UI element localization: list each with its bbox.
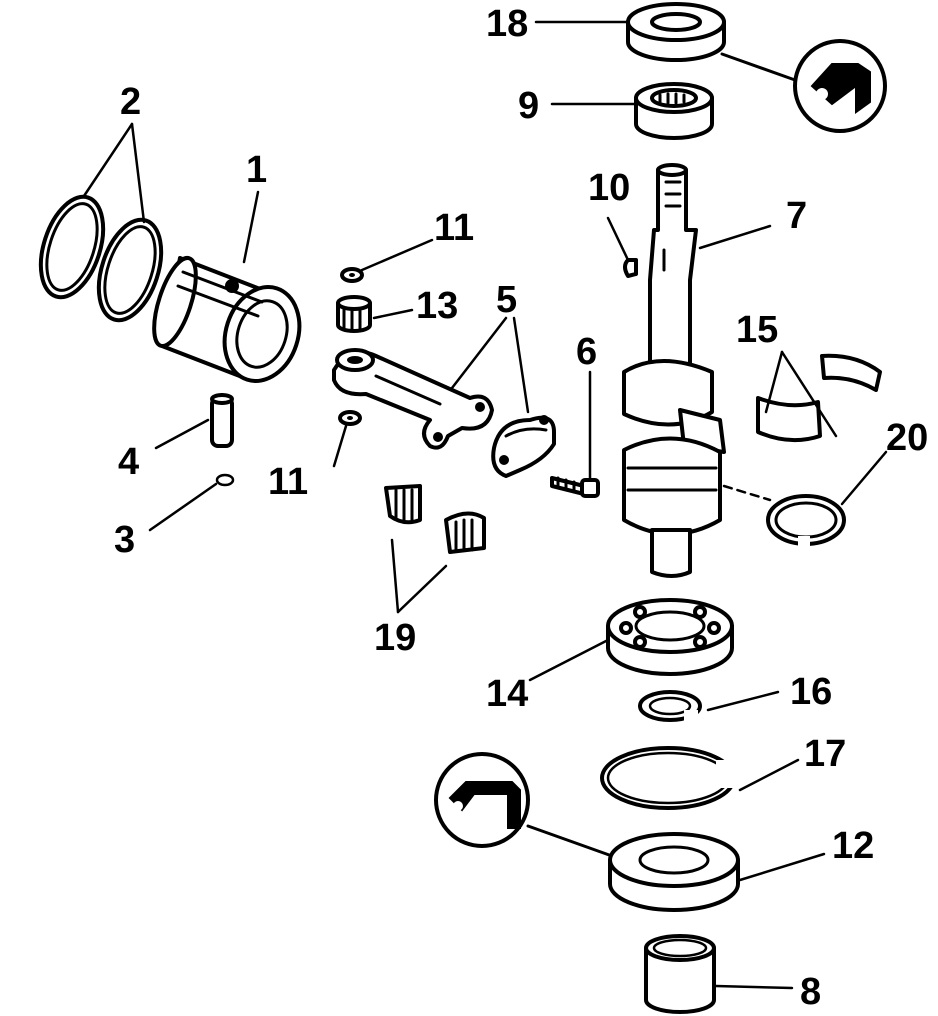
leader-lines (82, 20, 888, 990)
callout-16: 16 (790, 671, 832, 713)
callout-11-lower: 11 (268, 461, 308, 503)
callout-11-upper: 11 (434, 207, 474, 249)
part-9-bearing (634, 82, 714, 140)
callout-4: 4 (118, 441, 139, 483)
callout-5: 5 (496, 279, 517, 321)
callout-20: 20 (886, 417, 928, 459)
part-5-rod-cap (491, 415, 556, 478)
part-12-seal (608, 832, 740, 912)
part-19-bearing-halves (384, 484, 486, 554)
callout-1: 1 (246, 149, 267, 191)
callout-6: 6 (576, 331, 597, 373)
part-11-washer-upper (340, 267, 364, 283)
part-4-piston-pin (210, 393, 234, 448)
part-17-retaining-ring (600, 746, 738, 810)
part-6-screw (550, 476, 600, 498)
callout-10: 10 (588, 167, 630, 209)
part-3-retaining-ring (215, 473, 235, 487)
callout-14: 14 (486, 673, 528, 715)
callout-2: 2 (120, 81, 141, 123)
part-15-bearing-halves (756, 353, 882, 443)
part-10-key (623, 258, 638, 278)
callout-3: 3 (114, 519, 135, 561)
part-13-needle-bearing (336, 295, 372, 333)
callout-12: 12 (832, 825, 874, 867)
callout-7: 7 (786, 195, 807, 237)
part-14-ball-bearing (606, 598, 734, 676)
part-8-bushing (644, 934, 716, 1014)
part-5-connecting-rod (332, 348, 494, 450)
sealant-icon-bottom (434, 752, 614, 858)
callout-17: 17 (804, 733, 846, 775)
part-16-snap-ring (638, 690, 702, 722)
part-20-retaining-ring (766, 494, 846, 548)
callout-15: 15 (736, 309, 778, 351)
callout-18: 18 (486, 3, 528, 45)
callout-19: 19 (374, 617, 416, 659)
sealant-icon-top (720, 39, 887, 133)
part-2-piston-rings (38, 194, 164, 323)
callout-8: 8 (800, 971, 821, 1013)
part-1-piston (152, 255, 302, 383)
part-7-crankshaft (622, 163, 772, 578)
callout-13: 13 (416, 285, 458, 327)
part-11-washer-lower (338, 410, 362, 426)
part-18-seal (626, 2, 726, 62)
callout-labels: 18 9 2 1 11 13 5 10 7 15 6 20 4 11 3 19 … (114, 3, 928, 1013)
callout-9: 9 (518, 85, 539, 127)
